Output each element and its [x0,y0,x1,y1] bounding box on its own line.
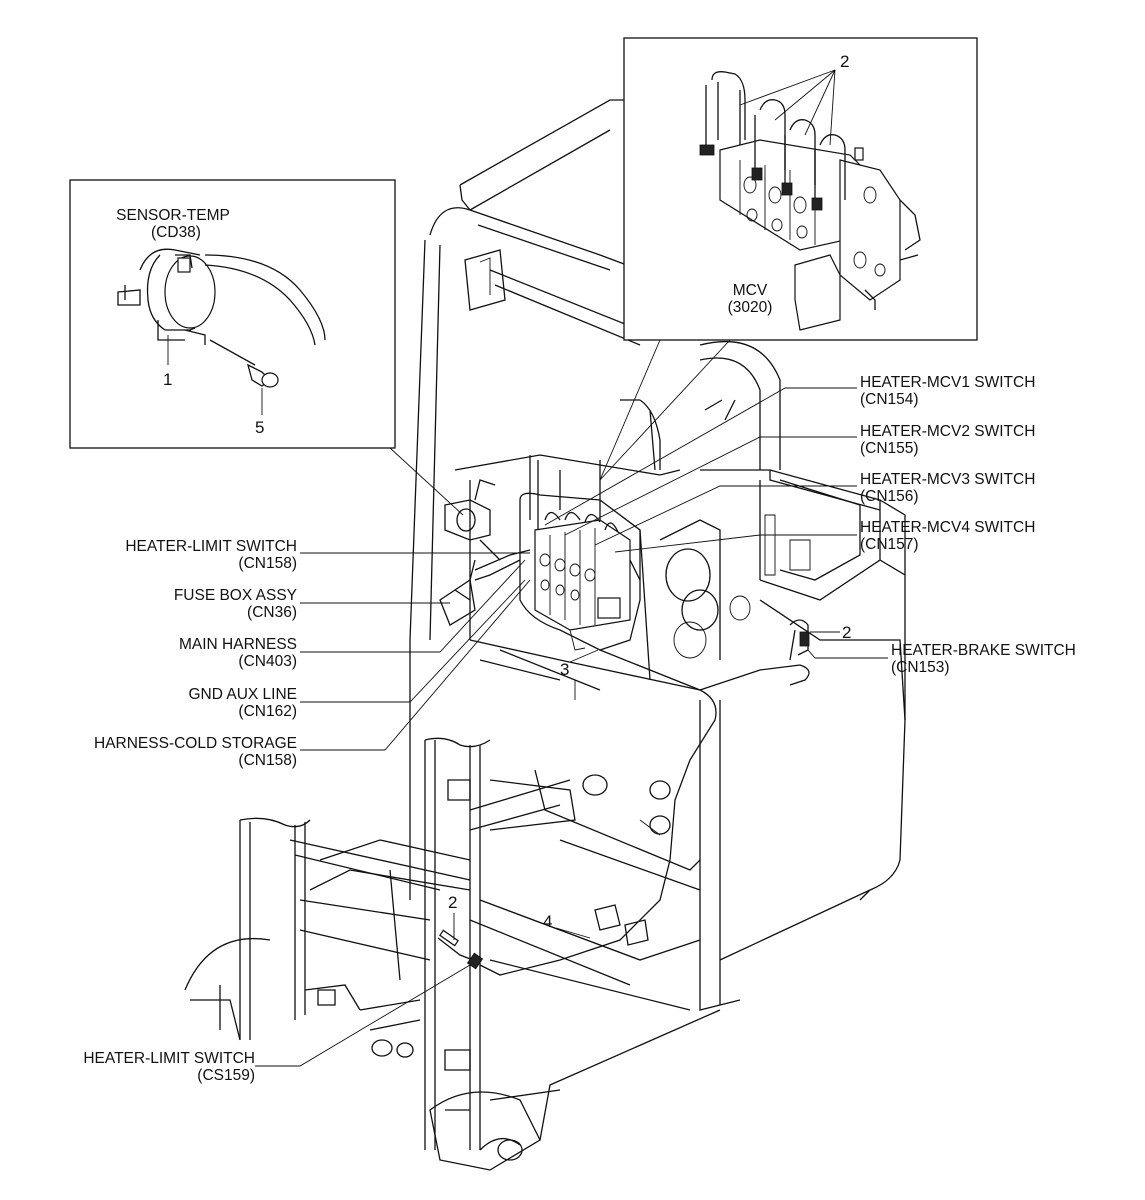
fuse-box-name: FUSE BOX ASSY [174,587,297,604]
part-number-1: 1 [163,370,172,389]
gnd-aux-name: GND AUX LINE [188,686,297,703]
main-harness-name: MAIN HARNESS [179,636,297,653]
harness-cold-name: HARNESS-COLD STORAGE [94,735,297,752]
part-number-3: 3 [560,660,569,679]
part-number-2-limit: 2 [448,893,457,912]
heater-limit-2-code: (CS159) [197,1067,255,1084]
heater-limit-1-name: HEATER-LIMIT SWITCH [125,538,297,555]
heater-mcv3-code: (CN156) [860,488,919,505]
heater-brake-code: (CN153) [891,659,950,676]
labels: SENSOR-TEMP (CD38) 1 5 2 MCV (3020) HEAT… [83,52,1076,1084]
heater-mcv4-name: HEATER-MCV4 SWITCH [860,519,1035,536]
sensor-temp-code: (CD38) [151,224,201,241]
part-number-5: 5 [255,418,264,437]
heater-mcv3-name: HEATER-MCV3 SWITCH [860,471,1035,488]
heater-mcv2-name: HEATER-MCV2 SWITCH [860,423,1035,440]
part-number-2-mcv: 2 [840,52,849,71]
mcv-code: (3020) [728,299,773,316]
heater-mcv2-code: (CN155) [860,440,919,457]
part-number-4: 4 [543,912,552,931]
heater-mcv1-name: HEATER-MCV1 SWITCH [860,374,1035,391]
heater-mcv1-code: (CN154) [860,391,919,408]
harness-cold-code: (CN158) [238,752,297,769]
fuse-box-code: (CN36) [247,604,297,621]
main-harness-code: (CN403) [238,653,297,670]
heater-brake-name: HEATER-BRAKE SWITCH [891,642,1076,659]
truck-body-drawing [184,99,906,1171]
mcv-on-dash-drawing [534,511,631,700]
harness-routing [437,479,810,976]
heater-limit-2-name: HEATER-LIMIT SWITCH [83,1050,255,1067]
callout-leaders [255,387,888,1067]
sensor-temp-inset [69,179,464,516]
part-number-2-brake: 2 [842,623,851,642]
sensor-temp-name: SENSOR-TEMP [116,207,230,224]
gnd-aux-code: (CN162) [238,703,297,720]
mcv-inset [599,37,978,481]
heater-mcv4-code: (CN157) [860,536,919,553]
mcv-name: MCV [733,282,768,299]
heater-limit-1-code: (CN158) [238,555,297,572]
